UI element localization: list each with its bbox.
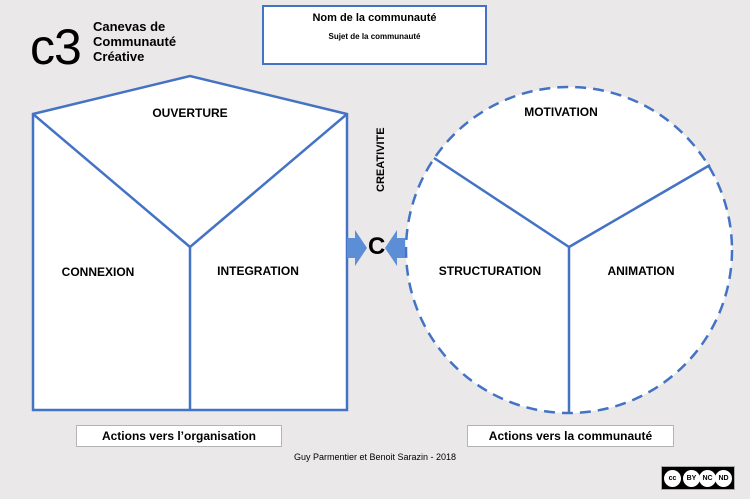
- organisation-divider-right: [189, 113, 348, 248]
- logo-line-2: Communauté: [93, 34, 177, 49]
- community-title-box[interactable]: Nom de la communauté Sujet de la communa…: [262, 5, 487, 65]
- organisation-divider-left: [32, 113, 191, 248]
- footer-credit: Guy Parmentier et Benoit Sarazin - 2018: [293, 452, 457, 462]
- cc-icon: cc: [664, 470, 681, 487]
- nc-icon: NC: [699, 470, 716, 487]
- arrow-left-icon: [385, 230, 405, 266]
- creativity-letter: C: [368, 233, 386, 260]
- logo-line-3: Créative: [93, 49, 145, 64]
- label-connexion: CONNEXION: [61, 265, 135, 279]
- label-ouverture: OUVERTURE: [152, 106, 228, 120]
- logo-line-1: Canevas de: [93, 19, 166, 34]
- nd-icon: ND: [715, 470, 732, 487]
- label-motivation: MOTIVATION: [524, 105, 598, 119]
- label-integration: INTEGRATION: [217, 264, 299, 278]
- community-divider-left: [433, 156, 570, 249]
- by-icon: BY: [683, 470, 700, 487]
- community-subject: Sujet de la communauté: [328, 32, 421, 41]
- creative-commons-by-nc-nd-icon: cc BY NC ND: [661, 466, 735, 490]
- logo-mark: c3: [30, 19, 82, 75]
- logo-text: Canevas de Communauté Créative: [93, 19, 176, 64]
- label-structuration: STRUCTURATION: [438, 264, 542, 278]
- organisation-actions-box[interactable]: Actions vers l’organisation: [76, 425, 282, 447]
- organisation-house-shape: [31, 74, 349, 412]
- label-animation: ANIMATION: [607, 264, 675, 278]
- arrow-right-icon: [347, 230, 367, 266]
- community-name: Nom de la communauté: [312, 12, 437, 24]
- community-actions-box[interactable]: Actions vers la communauté: [467, 425, 674, 447]
- community-divider-right: [568, 163, 711, 249]
- creativity-vertical-label: CREATIVITE: [375, 127, 387, 192]
